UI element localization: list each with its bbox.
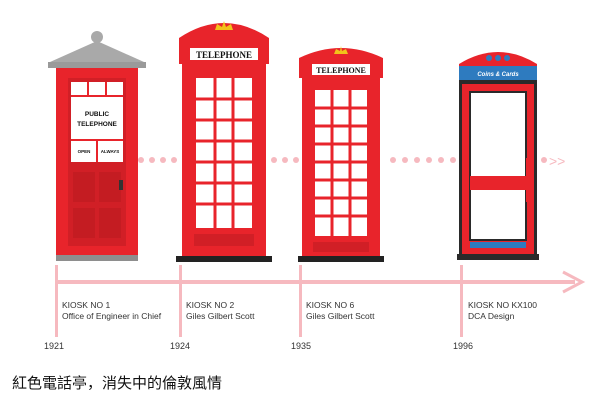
kiosk-kx100-designer: DCA Design (468, 311, 515, 321)
kiosk-kx100-illustration: Coins & Cards (457, 52, 539, 260)
kiosk-1-designer: Office of Engineer in Chief (62, 311, 162, 321)
kiosk-6-illustration: TELEPHONE (298, 46, 384, 262)
kiosk-2-sign: TELEPHONE (196, 50, 252, 60)
kiosk-6-designer: Giles Gilbert Scott (306, 311, 375, 321)
kiosk-kx100-label: KIOSK NO KX100 DCA Design (468, 300, 537, 322)
kiosk-kx100-title: KIOSK NO KX100 (468, 300, 537, 310)
kiosk-1-door-label-2: ALWAYS (101, 149, 120, 154)
timeline-tick-1935 (299, 265, 302, 337)
timeline-graphic: >> PUBLIC TELEPHONE OPEN ALWAYS (48, 21, 586, 337)
kiosk-2-illustration: TELEPHONE (176, 21, 272, 262)
timeline-tick-1924 (179, 265, 182, 337)
dotted-connector (138, 157, 547, 163)
kiosk-kx100-sign: Coins & Cards (477, 72, 519, 78)
year-1924: 1924 (170, 341, 191, 351)
kiosk-1-label: KIOSK NO 1 Office of Engineer in Chief (62, 300, 161, 322)
kiosk-6-title: KIOSK NO 6 (306, 300, 355, 310)
image-caption: 紅色電話亭，消失中的倫敦風情 (12, 374, 223, 392)
kiosk-1-sign-line-1: PUBLIC (85, 111, 110, 118)
kiosk-6-label: KIOSK NO 6 Giles Gilbert Scott (306, 300, 375, 322)
kiosk-1-title: KIOSK NO 1 (62, 300, 111, 310)
timeline-tick-1996 (460, 265, 463, 337)
kiosk-1-illustration: PUBLIC TELEPHONE OPEN ALWAYS (48, 31, 146, 261)
timeline-arrowhead (562, 270, 586, 294)
kiosk-2-title: KIOSK NO 2 (186, 300, 235, 310)
year-1935: 1935 (291, 341, 312, 351)
timeline-arrow-text: >> (549, 153, 565, 169)
kiosk-1-door-label-1: OPEN (78, 149, 91, 154)
kiosk-2-designer: Giles Gilbert Scott (186, 311, 255, 321)
year-1996: 1996 (453, 341, 474, 351)
timeline-line (55, 280, 575, 284)
timeline-tick-1921 (55, 265, 58, 337)
kiosk-2-label: KIOSK NO 2 Giles Gilbert Scott (186, 300, 255, 322)
year-1921: 1921 (44, 341, 65, 351)
kiosk-1-sign-line-2: TELEPHONE (77, 121, 117, 128)
kiosk-6-sign: TELEPHONE (316, 66, 366, 75)
